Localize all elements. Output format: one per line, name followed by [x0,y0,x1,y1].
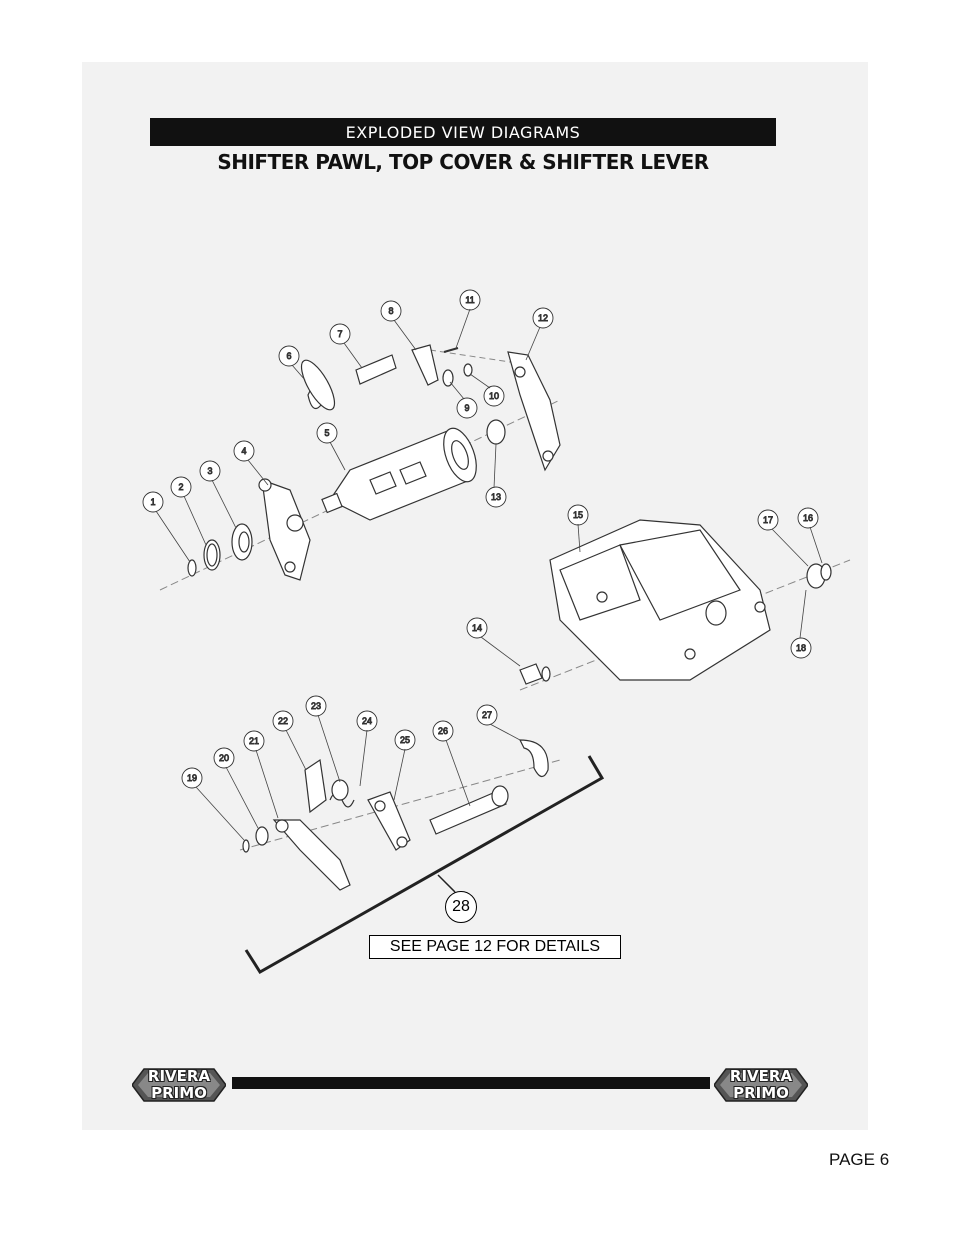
part-label: 18 [796,643,806,653]
part-label: 24 [362,716,372,726]
logo-line1: RIVERA [147,1067,211,1085]
shifter-pawl-assembly [187,344,561,581]
part-label: 4 [241,446,246,456]
part-label: 23 [311,701,321,711]
part-label: 11 [465,295,474,305]
part-label: 13 [491,492,501,502]
part-label: 7 [337,329,342,339]
part-label: 10 [489,391,499,401]
part-label: 26 [438,726,448,736]
part-callouts: 1 2 3 4 5 6 7 8 9 10 11 12 13 14 15 16 1… [142,289,819,789]
part-label: 5 [324,428,329,438]
part-label: 14 [472,623,482,633]
part-label: 15 [573,510,583,520]
brand-logo-right: RIVERA PRIMO [714,1063,808,1107]
part-label: 12 [538,313,548,323]
see-page-note: SEE PAGE 12 FOR DETAILS [369,935,621,959]
callout-bracket [244,755,605,975]
part-label: 2 [178,482,183,492]
part-label: 6 [286,351,291,361]
part-label: 3 [207,466,212,476]
part-label: 21 [249,736,259,746]
assembly-callout-28: 28 [445,891,477,923]
page-number: PAGE 6 [829,1150,890,1169]
part-label: 19 [187,773,197,783]
logo-diamond-icon [714,1068,808,1102]
logo-line2: PRIMO [733,1084,789,1102]
footer-bar [232,1077,710,1089]
part-label: 27 [482,710,492,720]
part-label: 1 [150,497,155,507]
part-label: 20 [219,753,229,763]
logo-diamond-icon [132,1068,226,1102]
part-label: 9 [464,403,469,413]
logo-line2: PRIMO [151,1084,207,1102]
page-title: SHIFTER PAWL, TOP COVER & SHIFTER LEVER [217,150,709,174]
part-label: 16 [803,513,813,523]
brand-logo-left: RIVERA PRIMO [132,1063,226,1107]
logo-line1: RIVERA [729,1067,793,1085]
part-label: 25 [400,735,410,745]
shifter-lever-assembly [242,739,549,891]
part-label: 17 [763,515,773,525]
section-banner: EXPLODED VIEW DIAGRAMS [150,118,776,146]
part-label: 22 [278,716,288,726]
top-cover [519,519,832,685]
part-label: 8 [388,306,393,316]
